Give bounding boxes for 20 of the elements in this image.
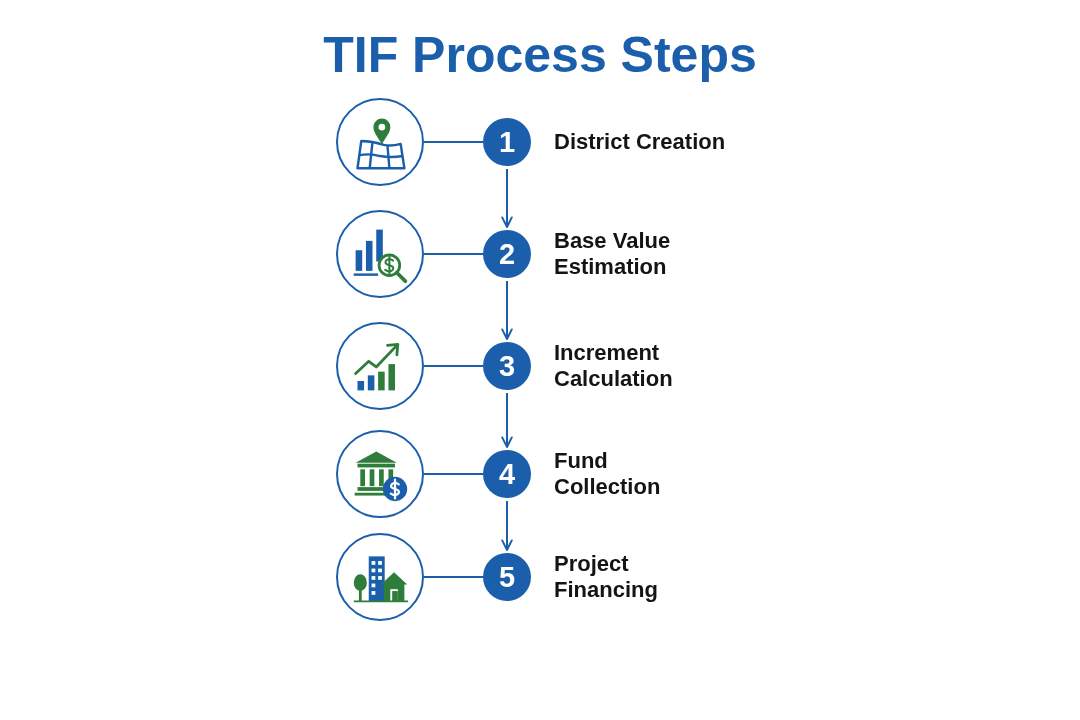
step-number: 2 [483, 230, 531, 278]
arrow [501, 500, 513, 551]
step-label: Base Value Estimation [554, 228, 672, 280]
connector-line [423, 365, 484, 367]
step-number: 1 [483, 118, 531, 166]
connector-line [423, 141, 484, 143]
step-label: District Creation [554, 129, 727, 155]
step-number: 3 [483, 342, 531, 390]
arrow [501, 280, 513, 340]
step-label: Project Financing [554, 551, 659, 603]
step-label: Fund Collection [554, 448, 662, 500]
step-number: 5 [483, 553, 531, 601]
arrow [501, 392, 513, 448]
connector-line [423, 253, 484, 255]
arrow [501, 168, 513, 228]
step-label: Increment Calculation [554, 340, 674, 392]
title: TIF Process Steps [322, 26, 758, 85]
step-number: 4 [483, 450, 531, 498]
connector-line [423, 576, 484, 578]
connector-line [423, 473, 484, 475]
